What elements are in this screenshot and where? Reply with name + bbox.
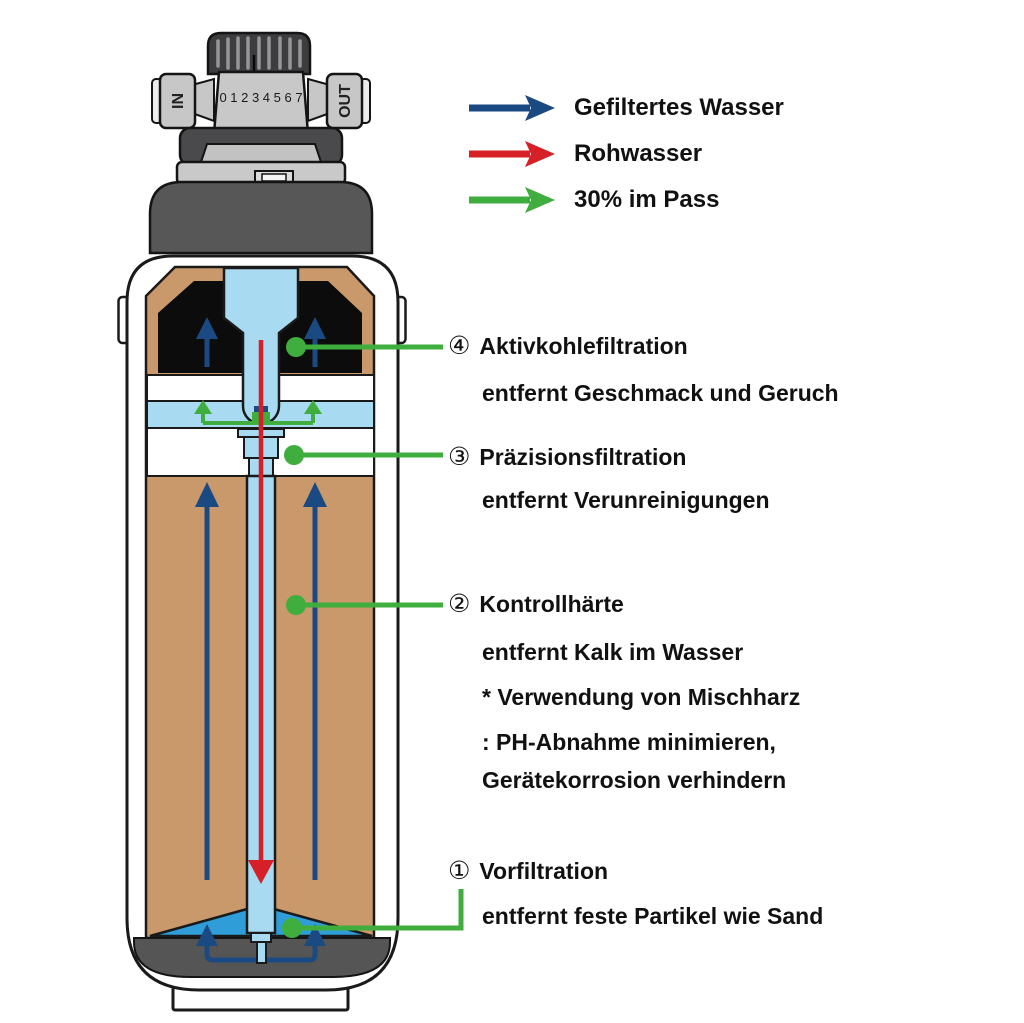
legend-label-filtered-water: Gefiltertes Wasser (574, 94, 784, 121)
annotation-4-description: entfernt Geschmack und Geruch (482, 380, 839, 406)
leader-dot-3 (284, 445, 304, 465)
annotation-1-description: entfernt feste Partikel wie Sand (482, 903, 824, 929)
annotation-1-title-text: Vorfiltration (479, 858, 609, 884)
annotation-2-number: ② (448, 589, 471, 618)
raw-water-flow-arrow (248, 340, 274, 884)
knob-ridges (216, 36, 302, 70)
legend-item-raw-water: Rohwasser (467, 139, 784, 169)
legend-label-bypass: 30% im Pass (574, 186, 720, 213)
annotation-2-title: ② Kontrollhärte (448, 590, 624, 618)
nozzle-stem (256, 941, 267, 964)
annotation-3-title: ③ Präzisionsfiltration (448, 443, 686, 471)
leader-dot-4 (286, 337, 306, 357)
head-collar (175, 126, 347, 186)
annotation-1-number: ① (448, 856, 471, 885)
annotation-2-title-text: Kontrollhärte (479, 591, 624, 617)
annotation-4-number: ④ (448, 331, 471, 360)
legend: Gefiltertes Wasser Rohwasser 30% im Pass (467, 93, 784, 231)
legend-item-bypass: 30% im Pass (467, 185, 784, 215)
annotation-2-description-3: : PH-Abnahme minimieren, (482, 729, 776, 755)
annotation-leader-lines (282, 337, 464, 938)
bypass-arrow-icon (469, 187, 555, 213)
annotation-3-title-text: Präzisionsfiltration (479, 444, 687, 470)
top-cap (148, 180, 374, 255)
legend-label-raw-water: Rohwasser (574, 140, 703, 167)
inlet-port (158, 72, 197, 130)
leader-dot-1 (282, 918, 302, 938)
raw-water-arrow-icon (469, 141, 555, 167)
inlet-label: IN (170, 93, 187, 109)
outlet-label: OUT (337, 84, 354, 118)
dial-scale-numbers: 0 1 2 3 4 5 6 7 (219, 90, 302, 105)
annotation-2-description-2: * Verwendung von Mischharz (482, 684, 801, 710)
outlet-port (325, 72, 364, 130)
annotation-4-title: ④ Aktivkohlefiltration (448, 332, 688, 360)
annotation-2-description-1: entfernt Kalk im Wasser (482, 639, 744, 665)
legend-item-filtered-water: Gefiltertes Wasser (467, 93, 784, 123)
filtered-water-arrow-icon (469, 95, 555, 121)
filtered-water-flow-arrows (195, 317, 327, 963)
annotation-4-title-text: Aktivkohlefiltration (479, 333, 688, 359)
annotation-3-number: ③ (448, 442, 471, 471)
leader-dot-2 (286, 595, 306, 615)
adjustment-knob (206, 31, 312, 76)
annotation-3-description: entfernt Verunreinigungen (482, 487, 770, 513)
annotation-2-description-4: Gerätekorrosion verhindern (482, 767, 787, 793)
tube-nozzle (250, 932, 272, 943)
annotation-1-title: ① Vorfiltration (448, 857, 608, 885)
